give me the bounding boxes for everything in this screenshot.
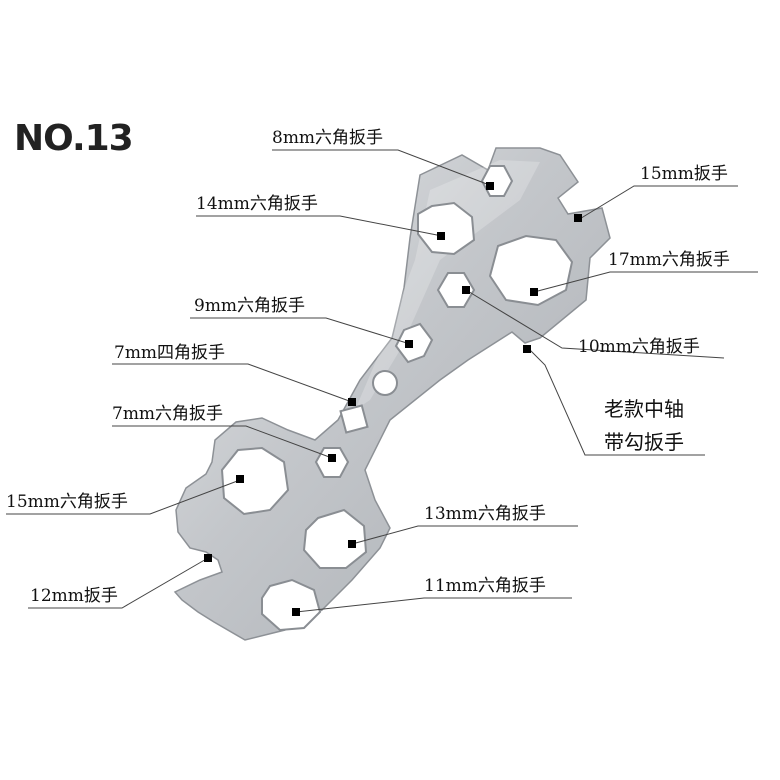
- leader-lines: [6, 149, 758, 613]
- label-hex-17mm: 17mm六角扳手: [608, 250, 730, 270]
- label-hex-10mm: 10mm六角扳手: [578, 337, 700, 357]
- label-hex-7mm: 7mm六角扳手: [112, 404, 224, 424]
- hole-7mm-square: [339, 404, 369, 434]
- label-hex-11mm: 11mm六角扳手: [424, 576, 546, 596]
- leader-15mm-wrench: [577, 185, 738, 221]
- leader-11mm: [295, 597, 572, 613]
- label-hex-13mm: 13mm六角扳手: [424, 504, 546, 524]
- marker-14mm: [437, 232, 445, 240]
- hole-7mm-hex: [314, 447, 350, 478]
- hole-13mm-hex: [302, 508, 368, 569]
- hole-11mm-hex: [261, 578, 322, 632]
- label-hook-line2: 带勾扳手: [604, 430, 684, 454]
- label-hex-15mm: 15mm六角扳手: [6, 492, 128, 512]
- label-hex-9mm: 9mm六角扳手: [194, 296, 306, 316]
- marker-12mm: [204, 554, 212, 562]
- label-square-7mm: 7mm四角扳手: [114, 343, 226, 363]
- marker-13mm: [348, 540, 356, 548]
- marker-15mm-hex: [236, 475, 244, 483]
- markers: [204, 182, 582, 616]
- leader-12mm: [28, 557, 209, 609]
- model-number: NO.13: [14, 118, 134, 159]
- marker-7mm-hex: [328, 454, 336, 462]
- marker-17mm: [530, 288, 538, 296]
- leader-9mm: [190, 317, 411, 345]
- marker-11mm: [292, 608, 300, 616]
- label-hook-wrench: 老款中轴 带勾扳手: [604, 393, 684, 459]
- leader-10mm: [465, 289, 725, 359]
- marker-15mm-wrench: [574, 214, 582, 222]
- leader-7mm-hex: [112, 425, 333, 459]
- marker-8mm: [486, 182, 494, 190]
- wrench-holes: [220, 165, 574, 632]
- leader-14mm: [196, 215, 443, 237]
- hole-round: [372, 370, 398, 396]
- marker-9mm: [405, 340, 413, 348]
- label-wrench-15mm: 15mm扳手: [640, 164, 728, 184]
- wrench-body: [173, 147, 611, 641]
- leader-15mm-hex: [6, 479, 241, 515]
- leader-13mm: [351, 525, 578, 545]
- leader-hook: [527, 347, 705, 456]
- label-wrench-12mm: 12mm扳手: [30, 586, 118, 606]
- leader-7mm-square: [112, 363, 353, 403]
- label-hook-line1: 老款中轴: [604, 397, 684, 421]
- hole-10mm-hex: [436, 272, 476, 308]
- hole-14mm-hex: [417, 201, 476, 256]
- hole-8mm-hex: [480, 165, 514, 197]
- leader-8mm: [272, 149, 493, 187]
- hole-15mm-hex: [220, 446, 290, 516]
- hole-9mm-hex: [394, 322, 434, 364]
- marker-7mm-square: [348, 398, 356, 406]
- leader-17mm: [533, 271, 758, 293]
- label-hex-8mm: 8mm六角扳手: [272, 128, 384, 148]
- marker-10mm: [462, 286, 470, 294]
- marker-hook: [523, 345, 531, 353]
- label-hex-14mm: 14mm六角扳手: [196, 194, 318, 214]
